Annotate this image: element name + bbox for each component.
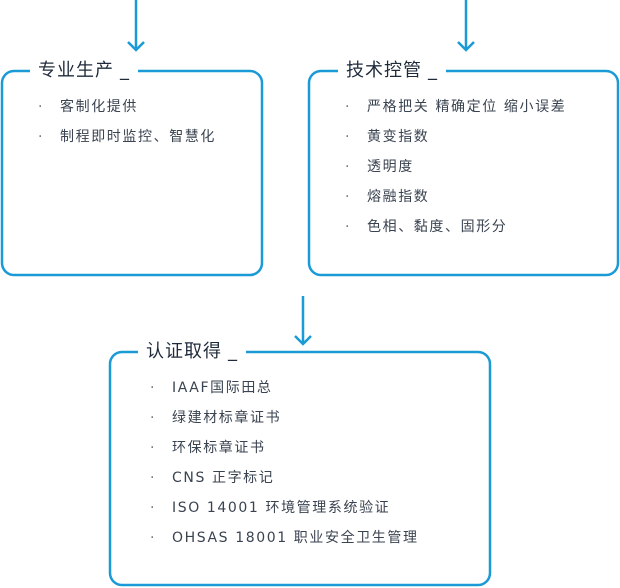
certification-title: 认证取得 _ (138, 339, 246, 365)
arrow-head-certification (294, 335, 312, 346)
list-item: ISO 14001 环境管理系统验证 (150, 497, 419, 527)
control-list: 严格把关 精确定位 缩小误差 黄变指数 透明度 熔融指数 色相、黏度、固形分 (345, 96, 566, 246)
production-title: 专业生产 _ (30, 58, 138, 84)
certification-title-text: 认证取得 (146, 341, 222, 362)
list-item: 熔融指数 (345, 186, 566, 216)
list-item: 透明度 (345, 156, 566, 186)
control-title-text: 技术控管 (346, 60, 422, 81)
list-item: 绿建材标章证书 (150, 407, 419, 437)
list-item: 客制化提供 (38, 96, 216, 126)
production-list: 客制化提供 制程即时监控、智慧化 (38, 96, 216, 156)
list-item: 环保标章证书 (150, 437, 419, 467)
control-title: 技术控管 _ (338, 58, 446, 84)
list-item: OHSAS 18001 职业安全卫生管理 (150, 527, 419, 557)
title-underscore: _ (228, 341, 238, 362)
arrow-head-production (127, 41, 145, 52)
production-title-text: 专业生产 (38, 60, 114, 81)
box-certification-border (108, 350, 492, 587)
list-item: 制程即时监控、智慧化 (38, 126, 216, 156)
list-item: 色相、黏度、固形分 (345, 216, 566, 246)
box-control-border (307, 69, 620, 277)
list-item: 严格把关 精确定位 缩小误差 (345, 96, 566, 126)
arrow-head-control (457, 41, 475, 52)
list-item: CNS 正字标记 (150, 467, 419, 497)
list-item: IAAF国际田总 (150, 377, 419, 407)
title-underscore: _ (428, 60, 438, 81)
certification-list: IAAF国际田总 绿建材标章证书 环保标章证书 CNS 正字标记 ISO 140… (150, 377, 419, 557)
title-underscore: _ (120, 60, 130, 81)
list-item: 黄变指数 (345, 126, 566, 156)
